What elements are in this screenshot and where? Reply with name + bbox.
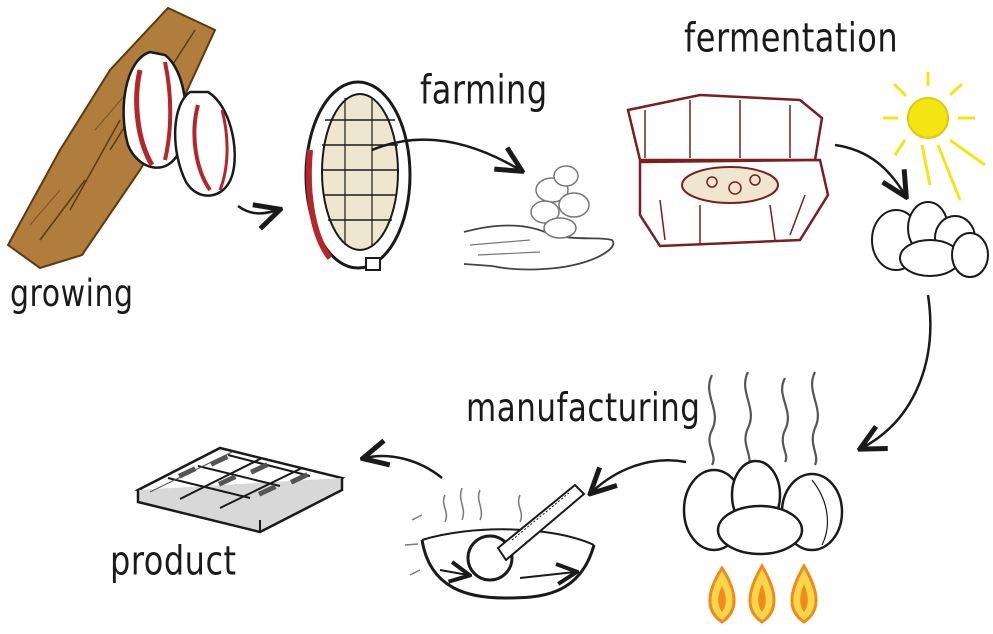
roasting-beans-illustration [684,461,842,554]
arrow-fermentation-to-sun [835,145,905,195]
open-cacao-pod-illustration [306,82,410,270]
cacao-pod-illustration [124,52,235,196]
arrow-growing-to-pod [238,206,278,213]
mixing-bowl-illustration [405,485,594,598]
sun-icon [883,72,985,200]
arrow-manufacturing-to-product [365,456,442,478]
hand-with-beans-illustration [464,166,613,269]
label-product: product [110,537,237,585]
arrow-drying-to-roasting [862,295,930,448]
label-manufacturing: manufacturing [466,386,700,431]
label-farming: farming [420,66,548,114]
chocolate-bar-illustration [138,448,342,532]
fermentation-box-illustration [628,95,828,246]
dried-beans-illustration [872,202,988,277]
arrow-roasting-to-manufacturing [592,460,686,492]
fire-icon [710,566,816,622]
label-growing: growing [10,272,134,316]
steam-lines-illustration [709,372,818,468]
label-fermentation: fermentation [684,14,898,62]
